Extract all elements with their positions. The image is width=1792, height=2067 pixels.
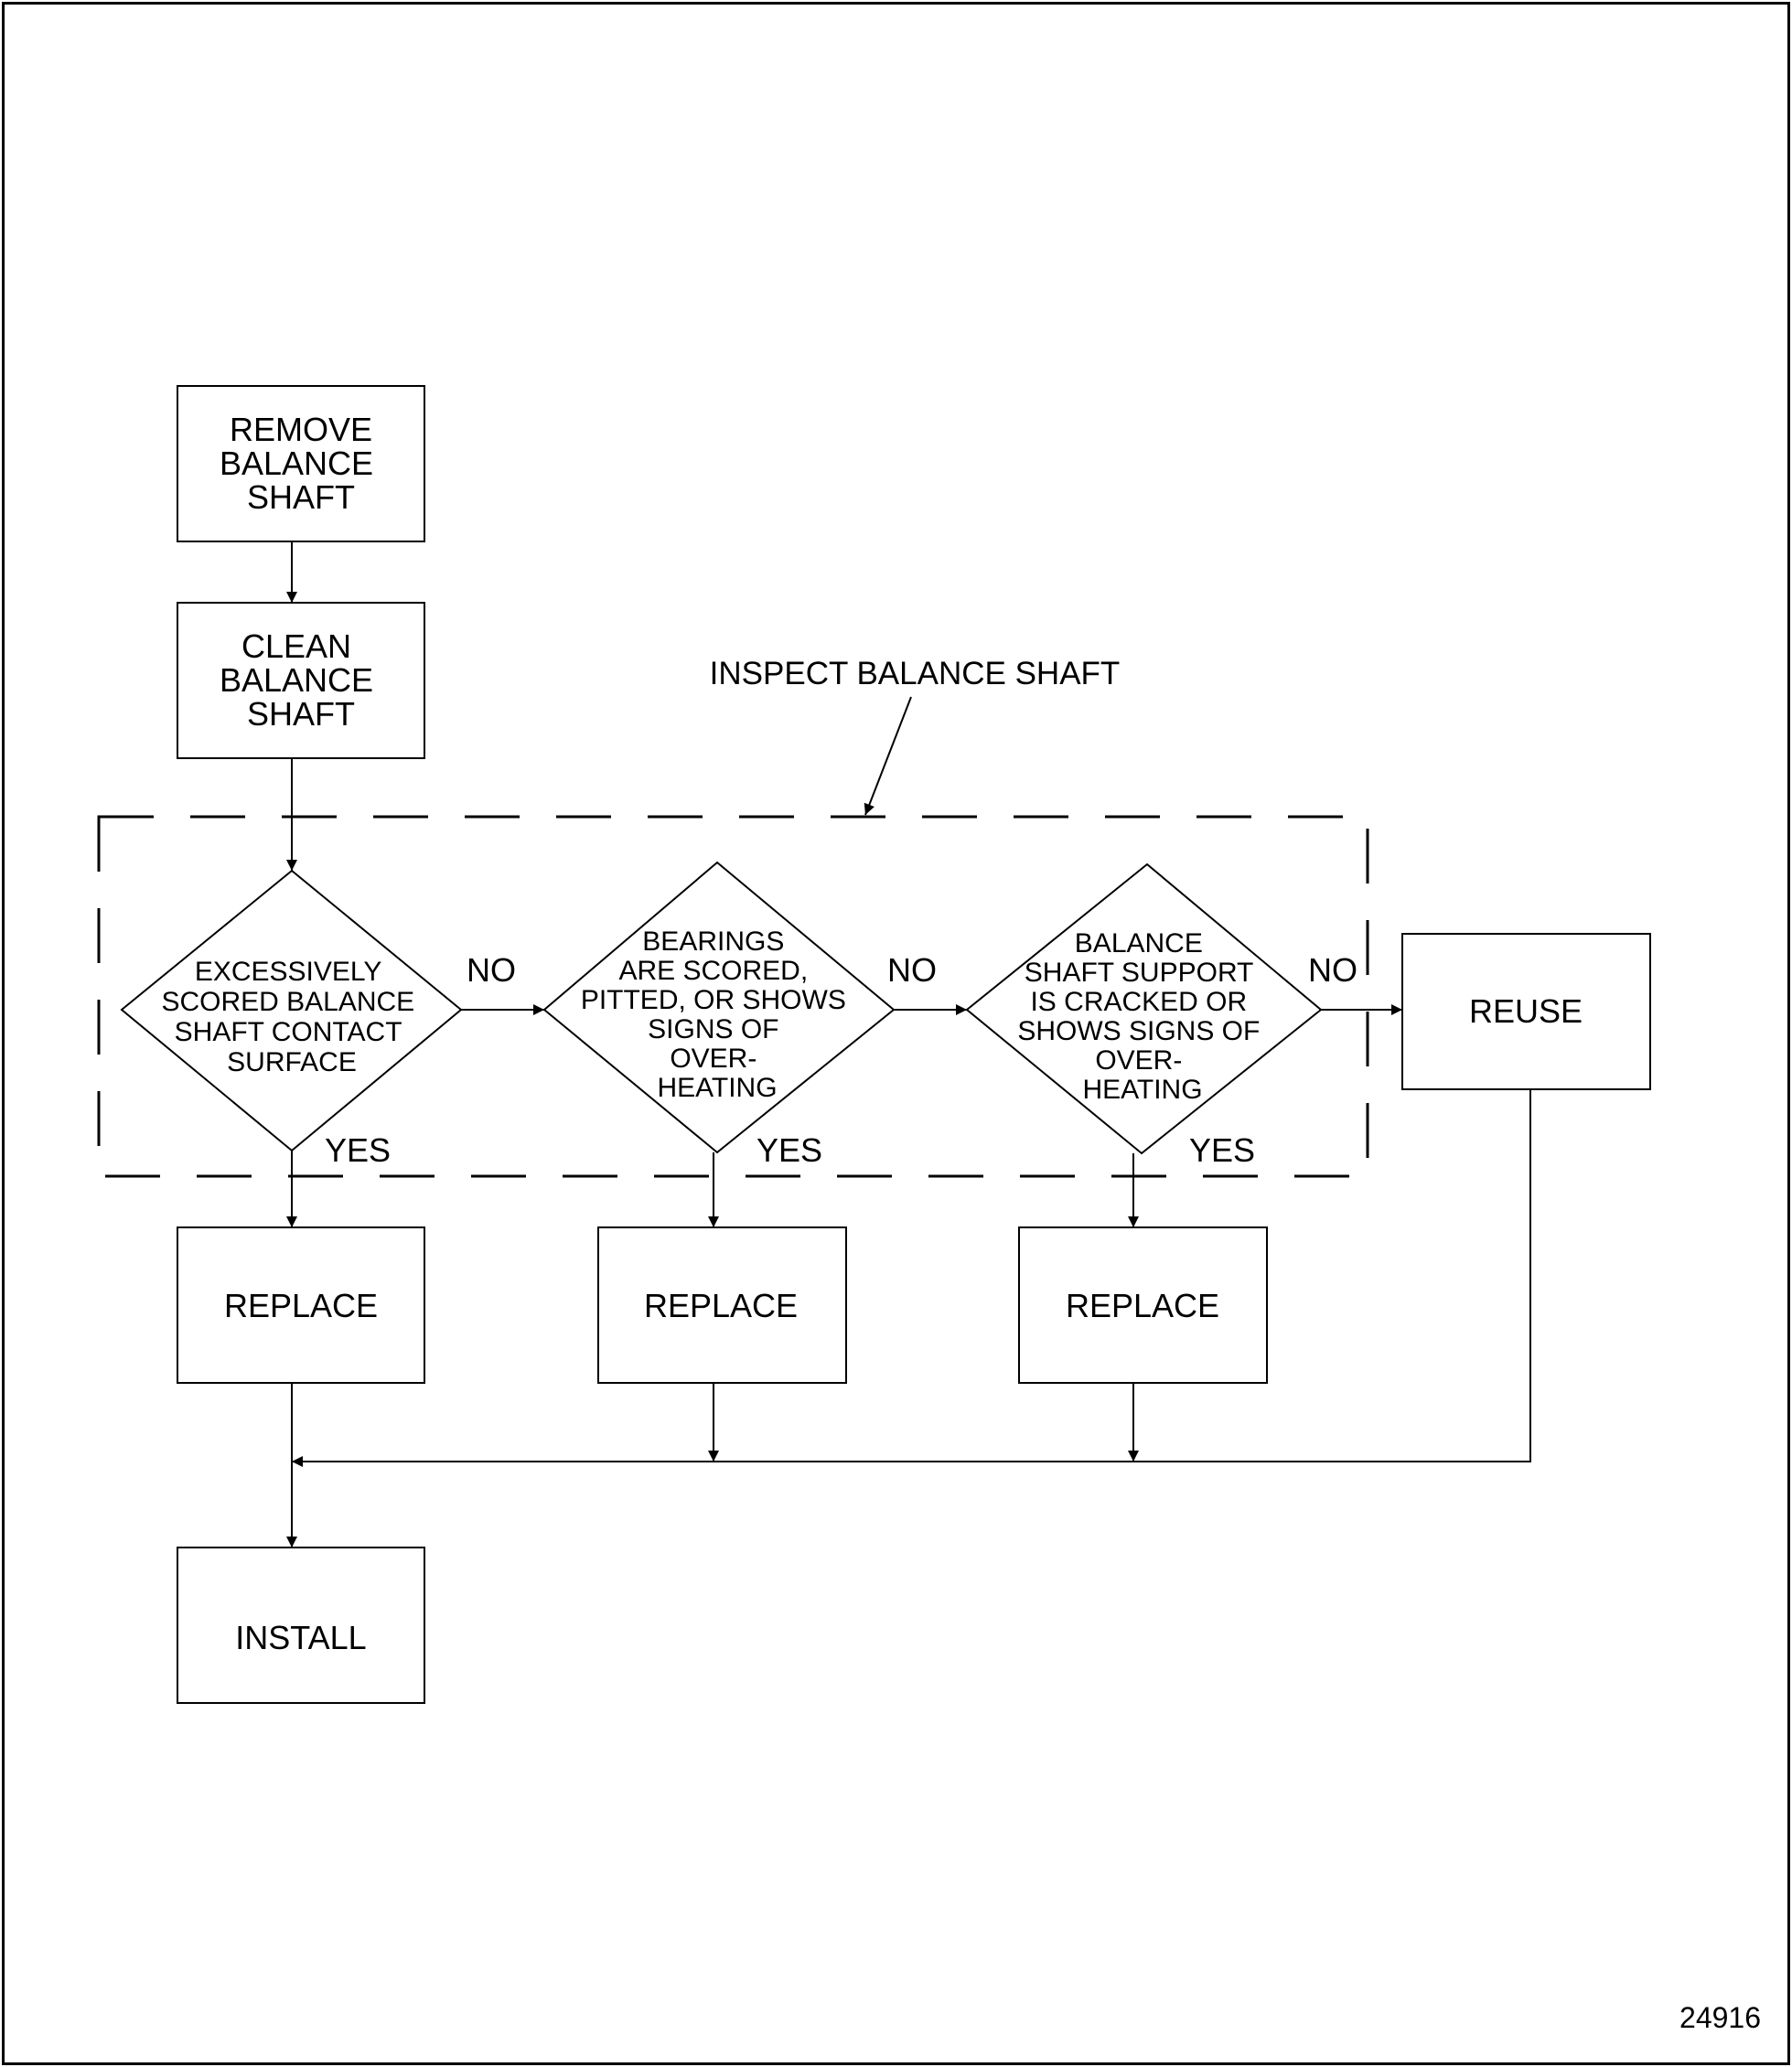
decision3-line-3: IS CRACKED OR [1030,987,1247,1017]
replace-1-label: REPLACE [224,1287,378,1324]
edge-label-yes-2: YES [757,1131,822,1169]
install-label: INSTALL [235,1619,366,1656]
edge-label-no-3: NO [1308,951,1357,989]
decision-bearings-condition: BEARINGS ARE SCORED, PITTED, OR SHOWS SI… [542,861,896,1154]
decision1-line-2: SCORED BALANCE [161,987,414,1017]
svg-text:REMOVE BALANCE SHA: REMOVE BALANCE SHAFT [220,411,382,516]
replace-box-1: REPLACE [177,1226,425,1384]
svg-text:CLEAN BALANCE SHAF: CLEAN BALANCE SHAFT [220,627,382,733]
clean-line-2: BALANCE [220,661,373,699]
decision1-line-1: EXCESSIVELY [195,957,382,987]
edge-label-no-2: NO [887,951,937,989]
svg-text:BALANCE SHAFT SUPPORT: BALANCE SHAFT SUPPORT IS CRACKED OR SHOW… [1017,928,1267,1105]
svg-text:BEARINGS ARE SCORED,: BEARINGS ARE SCORED, PITTED, OR SHOWS SI… [581,926,853,1103]
clean-line-1: CLEAN [241,627,351,665]
decision3-line-6: HEATING [1082,1075,1202,1105]
replace-box-2: REPLACE [597,1226,847,1384]
decision-scored-contact-surface: EXCESSIVELY SCORED BALANCE SHAFT CONTACT… [120,869,463,1152]
decision2-line-6: HEATING [657,1073,777,1103]
remove-line-2: BALANCE [220,444,373,482]
reuse-box: REUSE [1401,933,1651,1090]
inspect-group-label: INSPECT BALANCE SHAFT [710,656,1121,691]
decision3-line-1: BALANCE [1075,928,1203,959]
replace-2-label: REPLACE [644,1287,798,1324]
remove-balance-shaft-box: REMOVE BALANCE SHAFT [177,385,425,542]
remove-line-3: SHAFT [247,478,355,516]
inspect-group-leader [864,696,912,816]
decision1-line-4: SURFACE [227,1047,357,1077]
decision1-line-3: SHAFT CONTACT [175,1017,402,1047]
decision-support-condition: BALANCE SHAFT SUPPORT IS CRACKED OR SHOW… [965,862,1323,1155]
decision2-line-4: SIGNS OF [648,1014,778,1044]
connectors [286,541,1531,1548]
edge-label-no-1: NO [467,951,516,989]
decision2-line-3: PITTED, OR SHOWS [581,985,846,1015]
decision3-line-2: SHAFT SUPPORT [1025,958,1253,988]
remove-line-1: REMOVE [230,411,372,448]
line-reuse-to-merge [1133,1089,1531,1462]
replace-3-label: REPLACE [1066,1287,1219,1324]
decision2-line-2: ARE SCORED, [618,956,808,986]
reuse-label: REUSE [1469,992,1583,1030]
clean-line-3: SHAFT [247,695,355,733]
install-box: INSTALL [177,1547,425,1704]
edge-label-yes-3: YES [1189,1131,1255,1169]
decision3-line-4: SHOWS SIGNS OF [1017,1016,1260,1046]
figure-number: 24916 [1679,2001,1761,2034]
replace-box-3: REPLACE [1018,1226,1268,1384]
decision2-line-1: BEARINGS [642,926,784,957]
decision2-line-5: OVER- [670,1044,757,1074]
svg-text:EXCESSIVELY SCORED BALAN: EXCESSIVELY SCORED BALANCE SHAFT CONTACT… [161,957,422,1077]
edge-label-yes-1: YES [325,1131,391,1169]
clean-balance-shaft-box: CLEAN BALANCE SHAFT [177,602,425,759]
decision3-line-5: OVER- [1095,1045,1182,1076]
